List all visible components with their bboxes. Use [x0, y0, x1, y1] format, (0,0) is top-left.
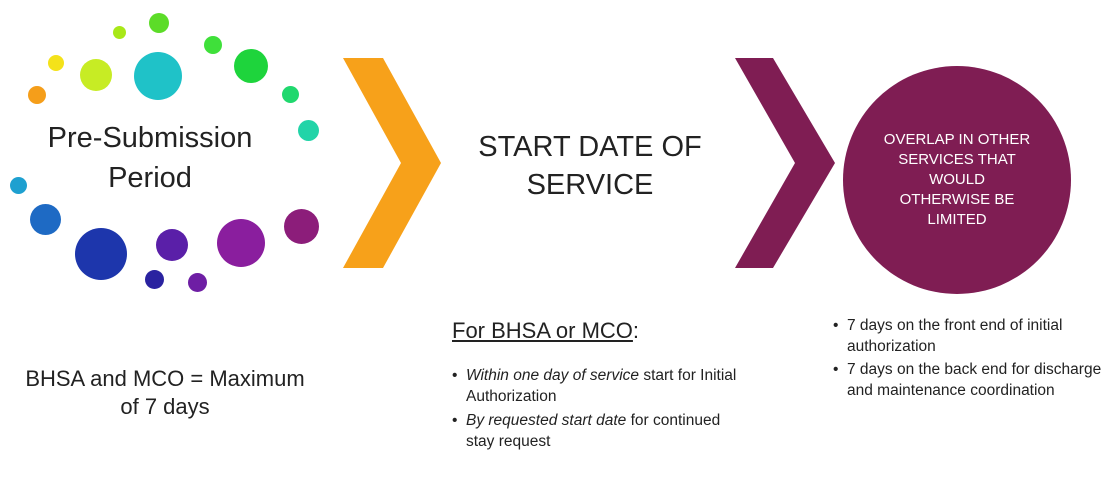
- dot: [234, 49, 268, 83]
- dot: [28, 86, 46, 104]
- start-date-title: START DATE OF SERVICE: [478, 131, 702, 201]
- dot: [188, 273, 207, 292]
- bullet-text: start for Initial Authorization: [466, 367, 737, 405]
- dot: [75, 228, 127, 280]
- dot: [10, 177, 27, 194]
- dot: [134, 52, 182, 100]
- overlap-circle: OVERLAP IN OTHER SERVICES THAT WOULD OTH…: [843, 66, 1071, 294]
- dot: [204, 36, 222, 54]
- chevron-arrow-2: [735, 58, 835, 268]
- list-item: 7 days on the front end of initial autho…: [833, 315, 1115, 357]
- dot: [298, 120, 319, 141]
- list-item: 7 days on the back end for discharge and…: [833, 359, 1115, 401]
- bullet-emphasis: Within one day of service: [466, 367, 640, 384]
- overlap-title: OVERLAP IN OTHER SERVICES THAT WOULD OTH…: [883, 131, 1031, 228]
- dot: [48, 55, 64, 71]
- dot: [145, 270, 164, 289]
- start-date-bullets: Within one day of service start for Init…: [452, 365, 752, 455]
- pre-submission-note: BHSA and MCO = Maximum of 7 days: [25, 366, 305, 419]
- bhsa-mco-heading: For BHSA or MCO:: [452, 316, 639, 346]
- bhsa-mco-heading-suffix: :: [632, 318, 640, 343]
- dot: [30, 204, 61, 235]
- pre-submission-title: Pre-Submission Period: [47, 122, 253, 194]
- dot: [284, 209, 319, 244]
- dot: [113, 26, 126, 39]
- chevron-arrow-1: [343, 58, 441, 268]
- list-item: Within one day of service start for Init…: [452, 365, 752, 407]
- list-item: By requested start date for continued st…: [452, 410, 752, 452]
- dot: [149, 13, 169, 33]
- bullet-emphasis: By requested start date: [466, 412, 627, 429]
- bullet-text: for continued stay request: [466, 412, 721, 450]
- dot: [80, 59, 112, 91]
- overlap-bullets: 7 days on the front end of initial autho…: [833, 315, 1115, 403]
- bhsa-mco-heading-text: For BHSA or MCO: [452, 318, 633, 343]
- dot: [282, 86, 299, 103]
- dot: [156, 229, 188, 261]
- dot: [217, 219, 265, 267]
